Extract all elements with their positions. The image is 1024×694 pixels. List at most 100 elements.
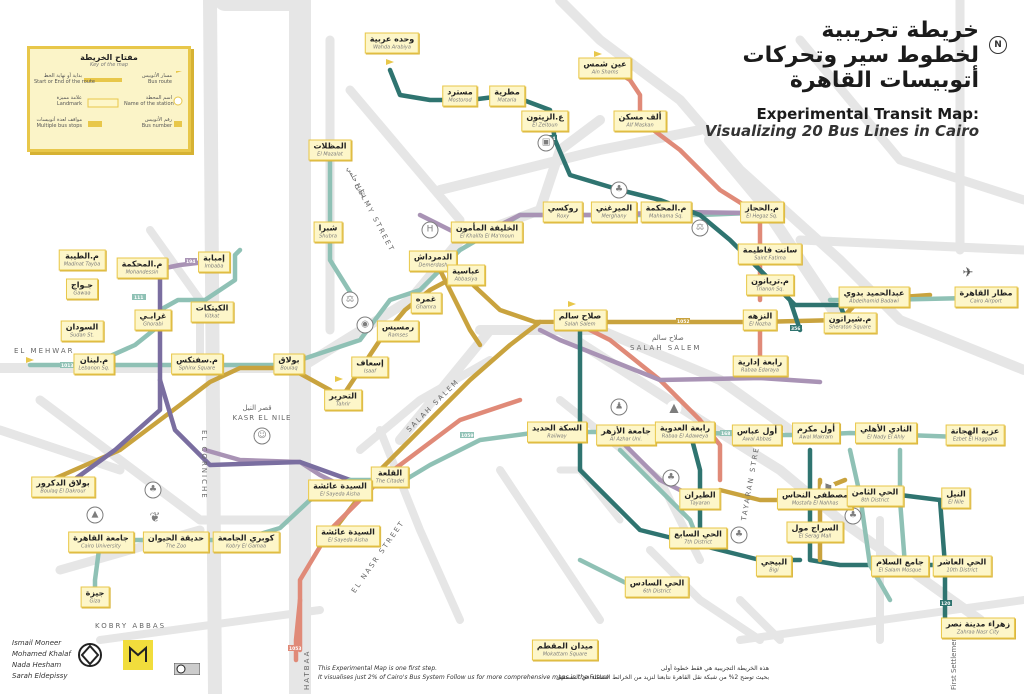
station-name-en: El Hegaz Sq.	[746, 213, 778, 220]
station-name-ar: إسعاف	[356, 358, 384, 368]
legend-title: مفتاح الخريطة	[80, 53, 138, 62]
station-name-en: El Nozha	[749, 321, 771, 328]
station-name-en: Sudan St.	[69, 332, 95, 339]
camera-icon: ◉	[356, 316, 374, 334]
station-name-ar: م.المحكمة	[121, 259, 163, 269]
station-name-en: Tayaran	[690, 500, 710, 507]
route-end-flag	[386, 59, 394, 68]
station-name-en: El Zeitoun	[532, 122, 558, 129]
station-name-en: Sheraton Square	[828, 324, 872, 331]
station-name-en: Rabaa El Adaweya	[661, 433, 709, 440]
street-kobry-abbas: KOBRY ABBAS	[95, 622, 167, 630]
station-name-ar: مصطفى النحاس	[781, 490, 849, 500]
station-name-en: Tahrir	[335, 401, 351, 408]
station-name-ar: عبدالحميد بدوي	[843, 288, 905, 298]
station-name-ar: م.الطيبة	[65, 251, 99, 261]
tree-icon: ♣	[844, 507, 862, 525]
station-name-ar: الحي العاشر	[937, 557, 987, 567]
giraffe-icon: ❦	[147, 510, 163, 526]
station-name-ar: القلعة	[377, 468, 403, 478]
station-name-en: The Zoo	[165, 543, 187, 550]
station-name-en: El Nile	[948, 499, 964, 506]
route-end-flag	[594, 51, 602, 60]
bus-number-symbol	[88, 121, 102, 127]
station-name-en: Gawaa	[73, 290, 91, 297]
station-name-en: Mohandessin	[125, 269, 159, 276]
station-name-en: Mahkama Sq.	[649, 213, 683, 220]
station-name-en: Rabaa Edaraya	[741, 367, 779, 374]
station-name-en: 8th District	[861, 497, 889, 504]
svg-text:1013: 1013	[61, 363, 74, 369]
footer-arabic: هذه الخريطة التجريبية هي فقط خطوة أولى ب…	[556, 664, 769, 682]
building-icon: ▣	[537, 134, 555, 152]
station-name-en: Abbasiya	[454, 276, 478, 283]
station-name-ar: غرابـي	[139, 311, 167, 321]
